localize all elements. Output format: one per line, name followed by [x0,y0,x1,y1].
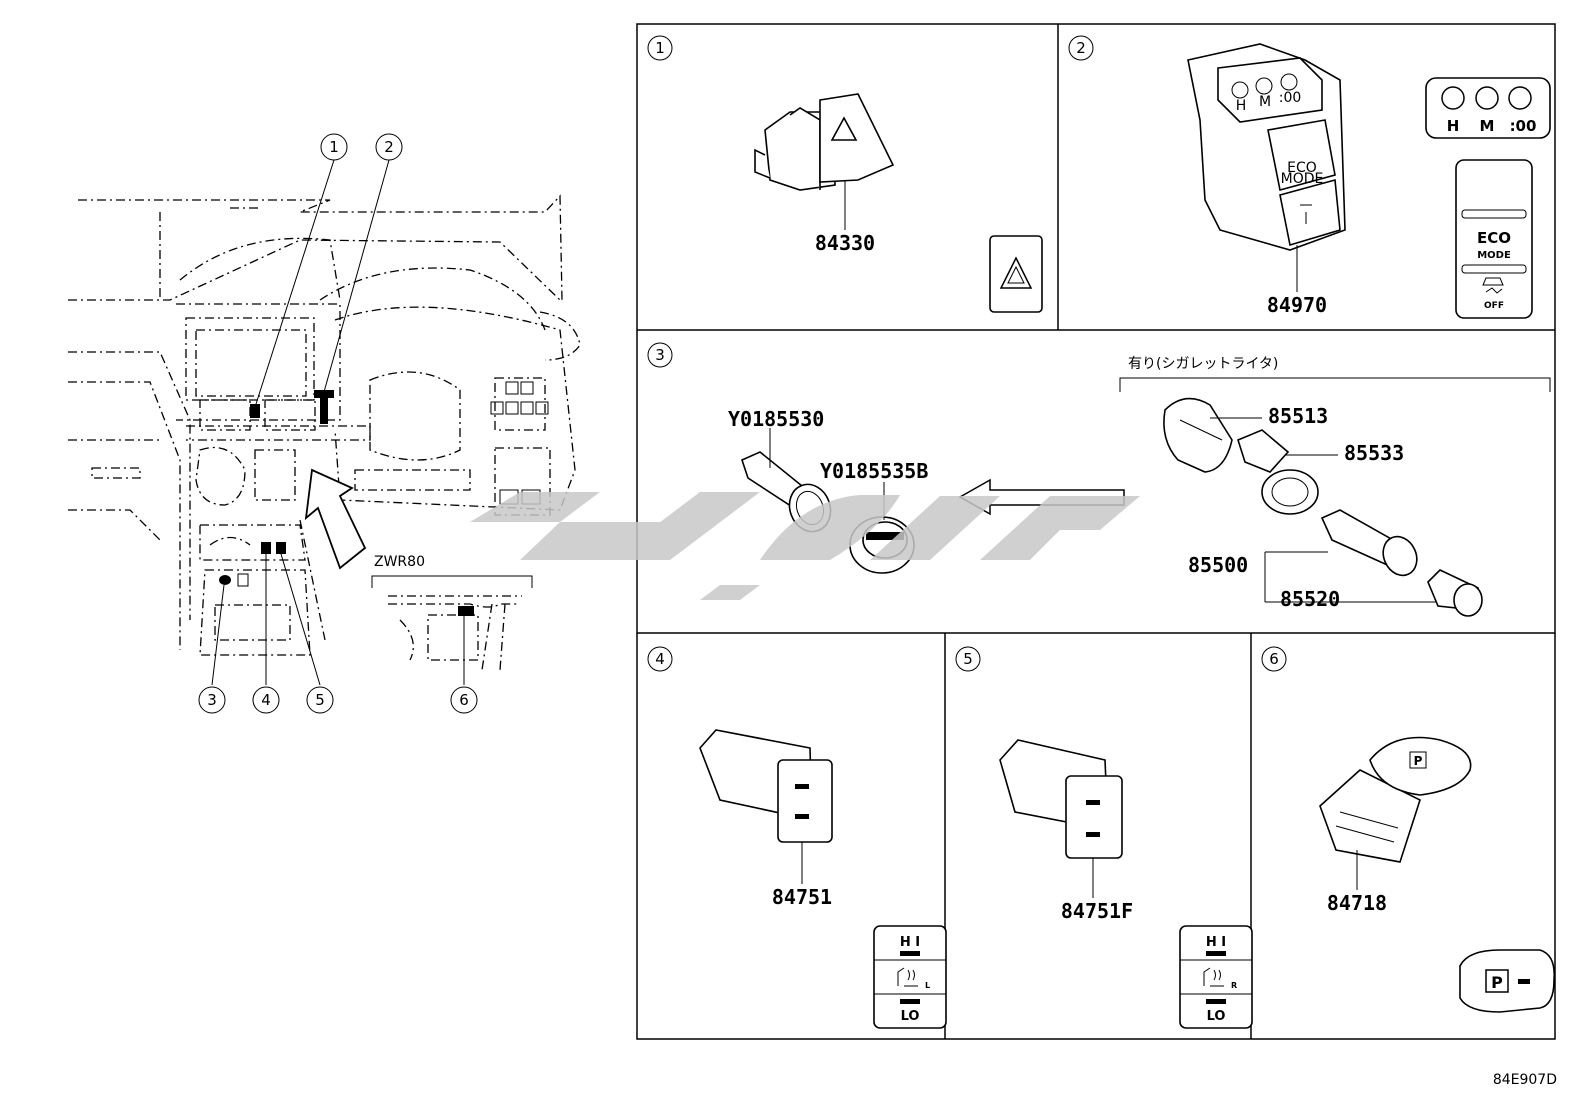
part-m-label: M [1259,94,1271,110]
callout-6: 6 [459,691,469,709]
lo-label-left: LO [901,1009,920,1024]
hazard-button-detail [989,235,1043,313]
hazard-icon [999,256,1033,289]
option-bracket [1119,377,1551,392]
part-85533: 85533 [1344,441,1404,465]
drawing-code: 84E907D [1493,1072,1557,1088]
panel-1-number: 1 [655,39,665,57]
callout-3: 3 [207,691,217,709]
part-mode-label: MODE [1281,171,1324,187]
part-00-label: :00 [1279,90,1302,106]
hazard-switch-part [754,93,895,230]
eco-detail [1455,159,1533,319]
panel-2-number: 2 [1076,39,1086,57]
callout-4: 4 [261,691,271,709]
seat-heater-switch-left-part [699,729,833,884]
part-85500: 85500 [1188,553,1248,577]
part-85520: 85520 [1280,587,1340,611]
seat-heater-icon [897,967,918,987]
panel-4-number: 4 [655,650,665,668]
parking-brake-switch-part [1319,736,1472,890]
part-y0185535b: Y0185535B [820,459,928,483]
part-y0185530: Y0185530 [728,407,824,431]
hi-label-left: H I [900,935,920,950]
callout-5: 5 [315,691,325,709]
mode-label: MODE [1477,250,1511,261]
view-direction-arrow [304,468,367,570]
panel-6-number: 6 [1269,650,1279,668]
eco-label: ECO [1477,229,1511,247]
parking-brake-button-detail [1459,949,1556,1013]
lo-label-right: LO [1207,1009,1226,1024]
panel-3-number: 3 [655,346,665,364]
clock-h-label: H [1447,117,1460,135]
part-84751f: 84751F [1061,899,1133,923]
parking-brake-icon [1485,969,1509,993]
part-84970: 84970 [1267,293,1327,317]
side-label-left: L [925,981,930,990]
overview-callouts [198,133,478,714]
seat-heater-icon [1203,967,1224,987]
clock-eco-switch-part [1187,43,1346,292]
callout-2: 2 [384,138,394,156]
seat-heater-button-left-detail [873,925,947,1029]
traction-control-icon [1300,204,1312,224]
panel-5-number: 5 [963,650,973,668]
part-eco-label: ECO [1287,160,1317,176]
option-label: 有り(シガレットライタ) [1128,356,1278,372]
part-84718: 84718 [1327,891,1387,915]
seat-heater-switch-right-part [999,739,1123,898]
clock-00-label: :00 [1510,117,1537,135]
traction-control-icon [1482,277,1504,294]
part-p-label: P [1414,754,1423,768]
detail-p-label: P [1491,973,1503,992]
hazard-icon [830,116,858,141]
part-84751: 84751 [772,885,832,909]
dashboard-overview [68,159,581,686]
hi-label-right: H I [1206,935,1226,950]
clock-m-label: M [1480,117,1495,135]
clock-detail [1425,77,1551,139]
variant-label: ZWR80 [374,554,425,570]
cigarette-lighter-parts [1163,397,1483,617]
off-label: OFF [1484,301,1504,311]
part-85513: 85513 [1268,404,1328,428]
side-label-right: R [1231,981,1237,990]
part-84330: 84330 [815,231,875,255]
part-h-label: H [1236,98,1247,114]
seat-heater-button-right-detail [1179,925,1253,1029]
variant-inset [371,575,533,685]
watermark [470,492,1140,600]
callout-1: 1 [329,138,339,156]
